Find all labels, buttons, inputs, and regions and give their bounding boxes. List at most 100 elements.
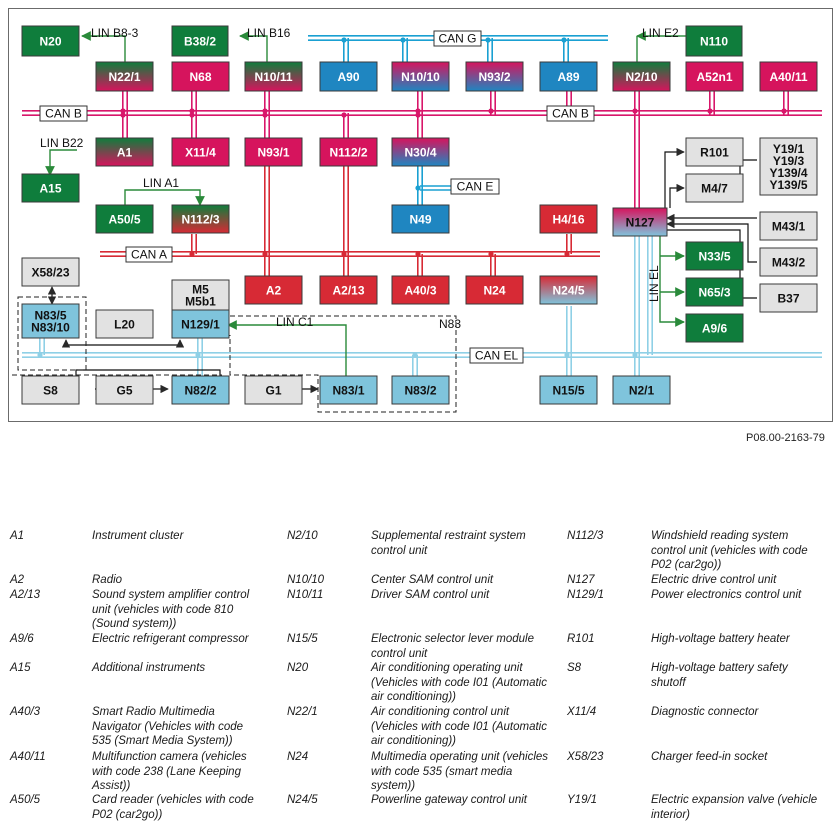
node-n20[interactable]: N20 (21, 25, 80, 57)
node-box (171, 375, 230, 405)
node-box (612, 375, 671, 405)
node-n110[interactable]: N110 (685, 25, 743, 57)
node-box (685, 173, 744, 203)
lin-c1-label: LIN C1 (276, 315, 314, 329)
node-a2[interactable]: A2 (244, 275, 303, 305)
node-label: N112/3 (181, 213, 219, 227)
node-n93-1[interactable]: N93/1 (244, 137, 303, 167)
node-g1[interactable]: G1 (244, 375, 303, 405)
bus-junction (632, 108, 638, 114)
bus-junction (341, 37, 347, 43)
node-l20[interactable]: L20 (95, 309, 154, 339)
node-a9-6[interactable]: A9/6 (685, 313, 744, 343)
bus-junction (632, 352, 638, 358)
bus-junction (488, 108, 494, 114)
node-box (391, 375, 450, 405)
node-n93-2[interactable]: N93/2 (465, 61, 524, 92)
node-box (244, 375, 303, 405)
lin-b8-3-label: LIN B8-3 (91, 26, 139, 40)
node-n127[interactable]: N127 (612, 207, 668, 237)
can-e-label-box (450, 178, 500, 195)
node-box (171, 204, 230, 234)
node-n83-1[interactable]: N83/1 (319, 375, 378, 405)
node-n65-3[interactable]: N65/3 (685, 277, 744, 307)
node-n2-1[interactable]: N2/1 (612, 375, 671, 405)
node-box (685, 241, 744, 271)
node-g5[interactable]: G5 (95, 375, 154, 405)
legend-description: Sound system amplifier control unit (veh… (92, 589, 250, 630)
node-n30-4[interactable]: N30/4 (391, 137, 450, 167)
node-box (685, 313, 744, 343)
node-label: N112/2 (329, 146, 367, 160)
bus-junction (262, 112, 268, 118)
legend-code: N24/5 (287, 794, 318, 806)
node-b37[interactable]: B37 (759, 283, 818, 313)
node-a2-13[interactable]: A2/13 (319, 275, 378, 305)
node-a1[interactable]: A1 (95, 137, 154, 167)
node-a15[interactable]: A15 (21, 173, 80, 203)
node-x11-4[interactable]: X11/4 (171, 137, 230, 167)
node-n112-2[interactable]: N112/2 (319, 137, 378, 167)
bus-junction (195, 352, 201, 358)
node-b38-2[interactable]: B38/2 (171, 25, 229, 57)
node-n33-5[interactable]: N33/5 (685, 241, 744, 271)
legend-description: Supplemental restraint system control un… (371, 530, 526, 557)
node-box (759, 137, 818, 196)
node-label: Y139/5 (769, 178, 807, 192)
lin-b16-label: LIN B16 (247, 26, 291, 40)
node-n83-2[interactable]: N83/2 (391, 375, 450, 405)
node-n129-1[interactable]: N129/1 (171, 309, 230, 339)
bus-junction (415, 112, 421, 118)
node-n22-1[interactable]: N22/1 (95, 61, 154, 92)
node-box (759, 247, 818, 277)
node-box (465, 61, 524, 92)
node-a40-11[interactable]: A40/11 (759, 61, 818, 92)
node-box (759, 61, 818, 92)
node-a40-3[interactable]: A40/3 (391, 275, 450, 305)
node-m43-2[interactable]: M43/2 (759, 247, 818, 277)
node-box (95, 309, 154, 339)
node-label: N83/5 (34, 309, 66, 323)
node-n10-11[interactable]: N10/11 (244, 61, 303, 92)
node-box (612, 61, 671, 92)
node-box (391, 204, 450, 234)
node-label: R101 (700, 146, 729, 160)
node-n49[interactable]: N49 (391, 204, 450, 234)
node-box (539, 275, 598, 305)
node-m43-1[interactable]: M43/1 (759, 211, 818, 241)
node-n82-2[interactable]: N82/2 (171, 375, 230, 405)
node-n68[interactable]: N68 (171, 61, 230, 92)
node-a89[interactable]: A89 (539, 61, 598, 92)
node-n15-5[interactable]: N15/5 (539, 375, 598, 405)
node-box (21, 173, 80, 203)
node-n10-10[interactable]: N10/10 (391, 61, 450, 92)
node-a90[interactable]: A90 (319, 61, 378, 92)
node-n24[interactable]: N24 (465, 275, 524, 305)
legend-code: N10/11 (287, 589, 324, 601)
node-label: N24/5 (552, 284, 584, 298)
node-n24-5[interactable]: N24/5 (539, 275, 598, 305)
node-a50-5[interactable]: A50/5 (95, 204, 154, 234)
legend-description: Air conditioning operating unit (Vehicle… (371, 662, 547, 703)
node-box (171, 61, 230, 92)
node-label: H4/16 (552, 213, 584, 227)
node-x58-23[interactable]: X58/23 (21, 257, 80, 287)
node-a52n1[interactable]: A52n1 (685, 61, 744, 92)
node-box (95, 137, 154, 167)
legend-code: R101 (567, 633, 595, 645)
node-s8[interactable]: S8 (21, 375, 80, 405)
node-h4-16[interactable]: H4/16 (539, 204, 598, 234)
node-n2-10[interactable]: N2/10 (612, 61, 671, 92)
node-box (21, 25, 80, 57)
n83-group-label: N83 (439, 317, 461, 331)
bus-junction (400, 37, 406, 43)
legend-code: X11/4 (567, 706, 597, 718)
node-box (95, 375, 154, 405)
node-m4-7[interactable]: M4/7 (685, 173, 744, 203)
node-r101[interactable]: R101 (685, 137, 744, 167)
node-n112-3[interactable]: N112/3 (171, 204, 230, 234)
node-label: N65/3 (698, 286, 730, 300)
